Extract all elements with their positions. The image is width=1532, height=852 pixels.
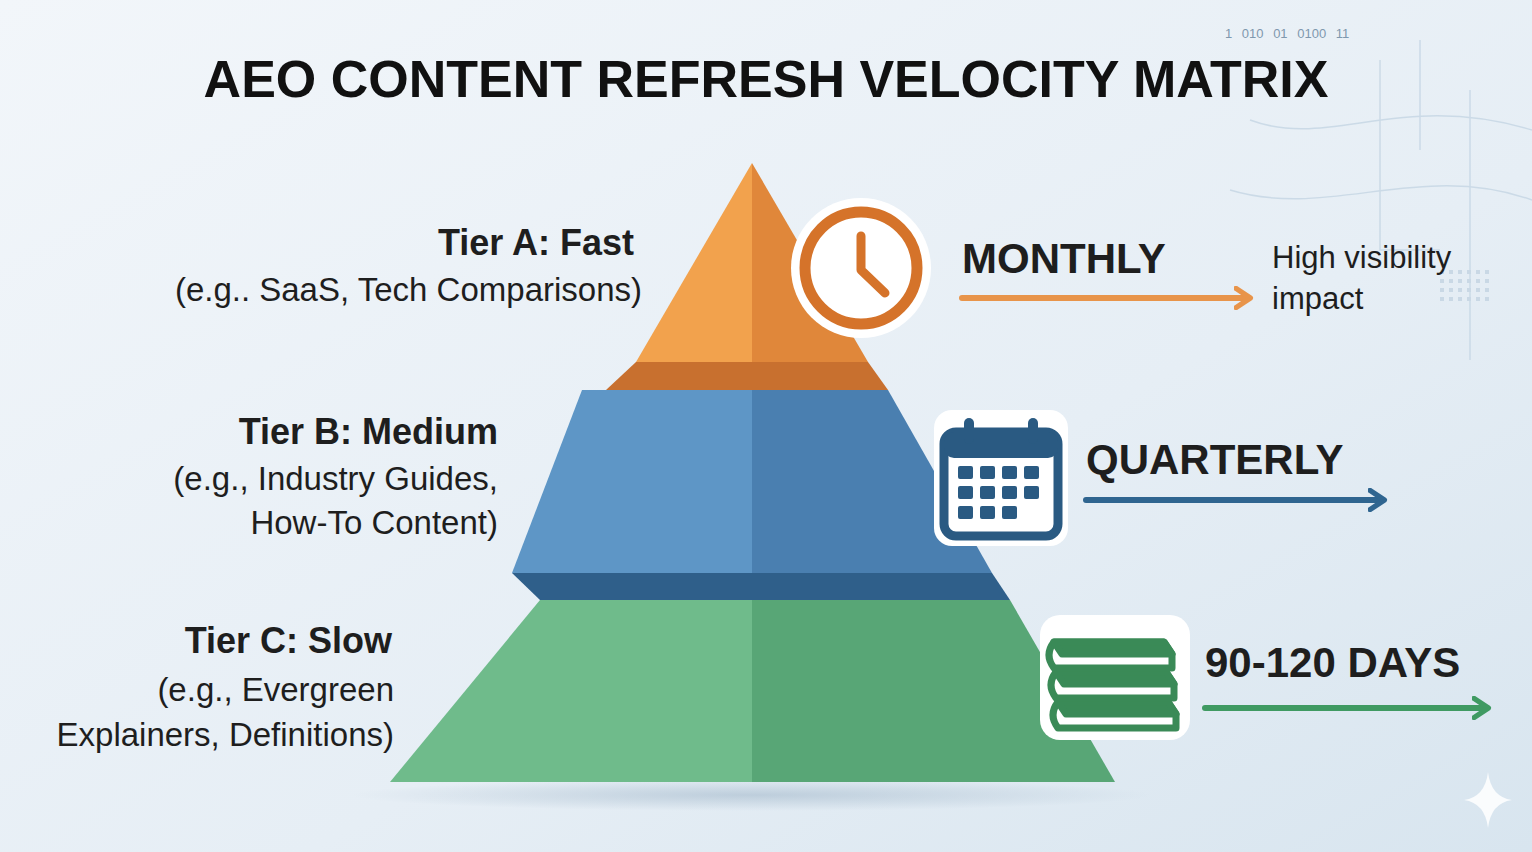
grid-dot xyxy=(1476,288,1480,292)
calendar-icon xyxy=(934,410,1068,546)
grid-dot xyxy=(1458,279,1462,283)
calendar-cell xyxy=(1002,486,1017,499)
grid-dot xyxy=(1485,279,1489,283)
calendar-cell xyxy=(1002,506,1017,519)
calendar-cell xyxy=(1024,466,1039,479)
binary-watermark: 1 010 01 0100 11 xyxy=(1225,26,1485,42)
calendar-cell xyxy=(958,506,973,519)
grid-dot xyxy=(1449,288,1453,292)
grid-dot xyxy=(1467,288,1471,292)
tier-examples: (e.g.. SaaS, Tech Comparisons) xyxy=(22,268,642,312)
grid-dot xyxy=(1458,288,1462,292)
clock-icon xyxy=(791,198,931,338)
grid-dot xyxy=(1476,279,1480,283)
grid-dot xyxy=(1440,279,1444,283)
days-arrow xyxy=(1205,705,1486,711)
monthly-arrow xyxy=(962,295,1248,301)
tier-a-left xyxy=(636,163,752,362)
refresh-frequency: QUARTERLY xyxy=(1086,435,1406,485)
sparkle xyxy=(1464,772,1512,828)
tier-heading: Tier B: Medium xyxy=(78,410,498,454)
dot-grid xyxy=(1440,270,1489,301)
grid-dot xyxy=(1476,297,1480,301)
calendar-cell xyxy=(980,466,995,479)
tier-heading: Tier A: Fast xyxy=(214,221,634,265)
grid-dot xyxy=(1458,297,1462,301)
grid-dot xyxy=(1467,270,1471,274)
calendar-cell xyxy=(958,486,973,499)
books-icon xyxy=(1040,615,1190,740)
grid-dot xyxy=(1467,297,1471,301)
tier-b-band xyxy=(512,573,1010,600)
grid-dot xyxy=(1467,279,1471,283)
tier-b-left xyxy=(512,390,752,573)
calendar-cell xyxy=(1002,466,1017,479)
grid-dot xyxy=(1458,270,1462,274)
grid-dot xyxy=(1440,288,1444,292)
refresh-frequency: 90-120 DAYS xyxy=(1205,638,1525,688)
diagram-title: AEO CONTENT REFRESH VELOCITY MATRIX xyxy=(0,46,1532,112)
calendar-cell xyxy=(958,466,973,479)
quarterly-arrow xyxy=(1086,497,1382,503)
pyramid-shadow xyxy=(352,779,1152,811)
tier-examples: (e.g., Industry Guides, How-To Content) xyxy=(118,457,498,545)
calendar-cell xyxy=(1024,486,1039,499)
tier-a-band xyxy=(606,362,888,390)
refresh-frequency: MONTHLY xyxy=(962,234,1262,284)
grid-dot xyxy=(1485,288,1489,292)
grid-dot xyxy=(1449,297,1453,301)
tier-c-left xyxy=(390,600,752,782)
impact-note: High visibility impact xyxy=(1272,237,1524,319)
calendar-cell xyxy=(980,506,995,519)
grid-dot xyxy=(1449,279,1453,283)
grid-dot xyxy=(1485,297,1489,301)
tier-examples: (e.g., Evergreen Explainers, Definitions… xyxy=(6,667,394,757)
grid-dot xyxy=(1476,270,1480,274)
grid-dot xyxy=(1440,297,1444,301)
grid-dot xyxy=(1485,270,1489,274)
tier-heading: Tier C: Slow xyxy=(12,619,392,663)
calendar-cell xyxy=(980,486,995,499)
